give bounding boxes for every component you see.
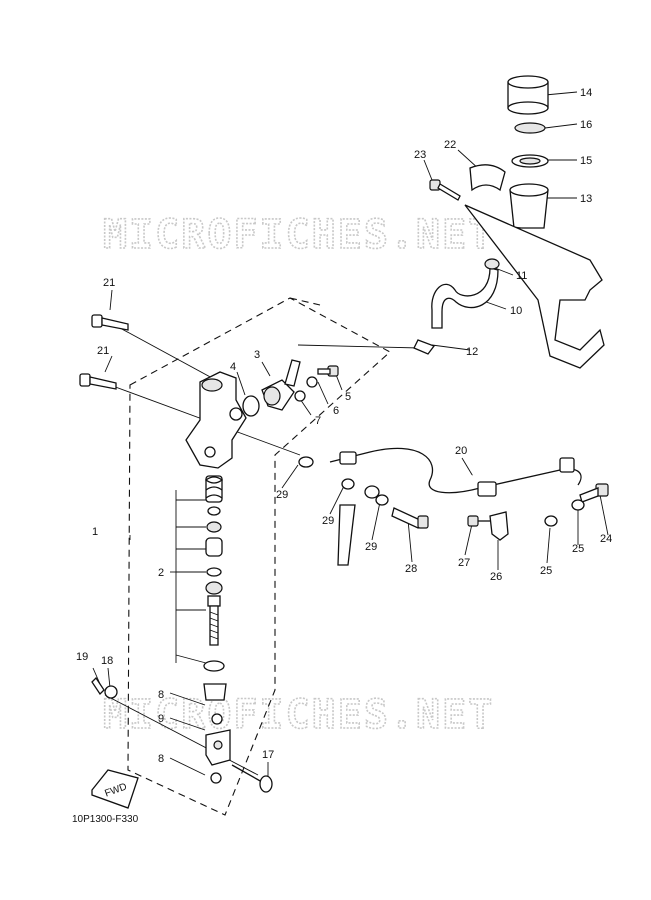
callout-1: 1 (92, 526, 98, 538)
diagram-code: 10P1300-F330 (72, 814, 139, 825)
callout-26: 26 (490, 571, 502, 583)
plate-16 (514, 122, 546, 134)
union-bolt-24 (579, 483, 609, 503)
callout-8-lower: 8 (158, 753, 164, 765)
callout-7: 7 (315, 415, 321, 427)
callout-6: 6 (333, 405, 339, 417)
screw-5 (317, 365, 339, 377)
band-22 (469, 164, 506, 192)
bolt-21-upper (91, 314, 129, 331)
callout-28: 28 (405, 563, 417, 575)
reservoir-bracket (464, 204, 605, 369)
callout-21-upper: 21 (103, 277, 115, 289)
callout-8-upper: 8 (158, 689, 164, 701)
callout-3: 3 (254, 349, 260, 361)
callout-12: 12 (466, 346, 478, 358)
clevis-9 (205, 729, 231, 766)
callout-29-c: 29 (365, 541, 377, 553)
washer-6 (306, 376, 318, 388)
hose-joint-3 (261, 359, 301, 411)
callout-17: 17 (262, 749, 274, 761)
callout-24: 24 (600, 533, 612, 545)
callout-29-b: 29 (322, 515, 334, 527)
nut-8-upper (211, 713, 223, 725)
washer-29-b (341, 478, 355, 490)
clamp-11 (484, 258, 500, 270)
callout-13: 13 (580, 193, 592, 205)
watermark-top: MICROFICHES.NET (103, 212, 494, 258)
callout-10: 10 (510, 305, 522, 317)
cap-14 (507, 75, 549, 115)
bolt-23 (429, 179, 461, 201)
callout-21-lower: 21 (97, 345, 109, 357)
bolt-21-lower (79, 373, 117, 390)
callout-18: 18 (101, 655, 113, 667)
washer-25-b (571, 499, 585, 511)
screw-27 (467, 515, 492, 527)
callout-15: 15 (580, 155, 592, 167)
callout-27: 27 (458, 557, 470, 569)
piston-kit-2 (203, 475, 227, 701)
callout-9: 9 (158, 713, 164, 725)
callout-23: 23 (414, 149, 426, 161)
callout-labels: 1 2 3 4 5 6 7 8 8 9 10 11 12 13 14 15 16… (76, 87, 612, 765)
cotter-pin-19 (91, 676, 105, 696)
bolt-28 (391, 507, 429, 529)
washer-29-a (298, 456, 314, 468)
callout-5: 5 (345, 391, 351, 403)
fwd-arrow-icon: FWD (91, 769, 139, 809)
leader-lines (92, 91, 609, 780)
callout-22: 22 (444, 139, 456, 151)
callout-4: 4 (230, 361, 236, 373)
callout-25-right: 25 (572, 543, 584, 555)
callout-14: 14 (580, 87, 592, 99)
nut-8-lower (210, 772, 222, 784)
callout-20: 20 (455, 445, 467, 457)
assembly-outline (127, 297, 391, 816)
washer-25-a (544, 515, 558, 527)
pin-17 (231, 764, 273, 793)
assembly-outline-branch (289, 297, 321, 306)
washer-18 (104, 685, 118, 699)
hose-10 (431, 267, 499, 329)
callout-16: 16 (580, 119, 592, 131)
clamp-12 (413, 339, 436, 355)
watermark-bottom: MICROFICHES.NET (103, 692, 494, 738)
master-cylinder-body (185, 371, 247, 469)
washer-7 (294, 390, 306, 402)
brake-hose-20 (329, 447, 582, 497)
callout-25-left: 25 (540, 565, 552, 577)
clamp-26 (489, 511, 509, 541)
washer-29-c (375, 494, 389, 506)
hose-end-fitting (337, 485, 380, 566)
callout-29-a: 29 (276, 489, 288, 501)
callout-11: 11 (516, 270, 527, 282)
callout-2: 2 (158, 567, 164, 579)
diaphragm-15 (511, 154, 549, 168)
callout-19: 19 (76, 651, 88, 663)
o-ring-4 (242, 395, 260, 417)
